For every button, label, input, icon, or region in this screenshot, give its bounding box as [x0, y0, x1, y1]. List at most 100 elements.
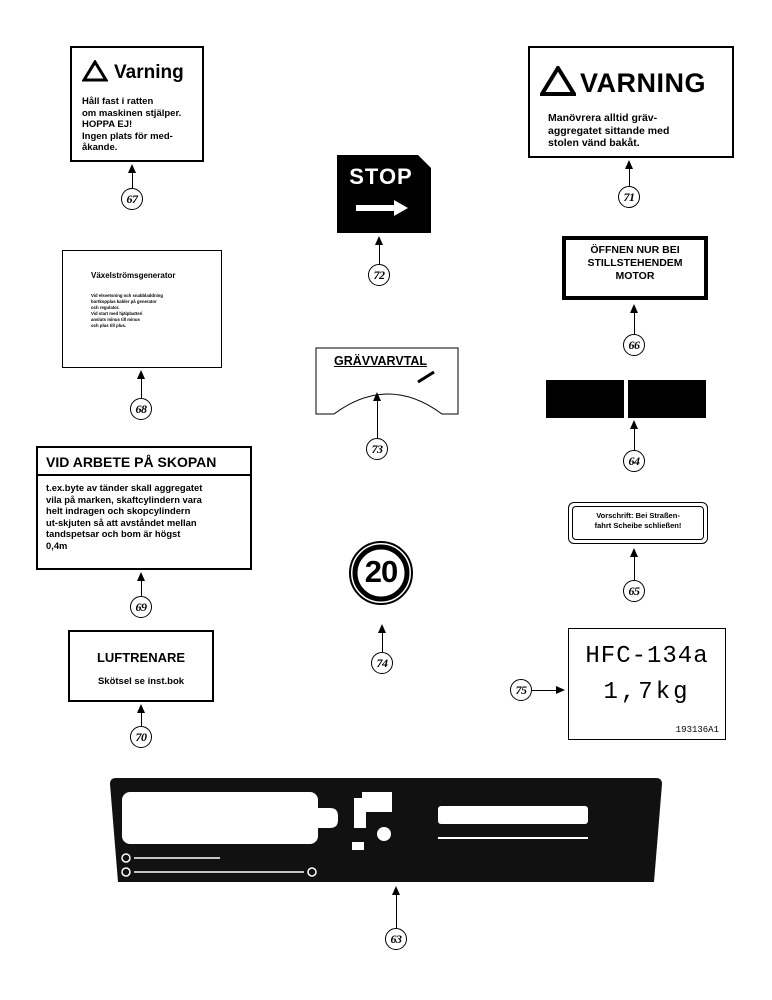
- leader-line-69: [140, 578, 142, 596]
- decal-75-code: 193136A1: [675, 725, 719, 735]
- decal-69-line: vila på marken, skaftcylindern vara: [46, 493, 202, 505]
- decal-70-subtitle: Skötsel se inst.bok: [97, 676, 185, 687]
- decal-68-line: bortkopplas kabler på generator: [91, 299, 157, 304]
- leader-line-64: [633, 426, 635, 450]
- stop-sign-text: STOP: [349, 164, 413, 189]
- decal-75-line1: HFC-134a: [585, 643, 709, 670]
- leader-line-63: [395, 892, 397, 928]
- decal-65-line: fahrt Scheibe schließen!: [594, 521, 682, 530]
- arrow-73: [373, 392, 381, 401]
- arrow-64: [630, 420, 638, 429]
- decal-68-line: ansluts minus till minus: [91, 317, 140, 322]
- arrow-74: [378, 624, 386, 633]
- arrow-75: [556, 686, 565, 694]
- speed-sign-decal-74: 20: [348, 540, 414, 606]
- decal-68-line: Vid start med hjälpbatteri: [91, 311, 143, 316]
- arrow-70: [137, 704, 145, 713]
- leader-line-66: [633, 310, 635, 334]
- callout-63: 63: [385, 928, 407, 950]
- decal-68-text: Vid elsvetsning och snabbladdning bortko…: [91, 293, 163, 329]
- arrow-71: [625, 160, 633, 169]
- stop-sign-decal-72: STOP: [336, 154, 432, 234]
- decal-67-line: Håll fast i ratten: [82, 96, 154, 107]
- decal-67-line: om maskinen stjälper.: [82, 107, 182, 119]
- stop-sign-shape: [337, 155, 431, 233]
- decal-65-inner: Vorschrift: Bei Straßen- fahrt Scheibe s…: [572, 506, 704, 540]
- dig-speed-decal-73: GRÄVVARVTAL: [314, 346, 460, 416]
- panel-decal-shape: [110, 778, 662, 882]
- right-arrow-icon: [354, 198, 410, 223]
- callout-69: 69: [130, 596, 152, 618]
- decal-69-title: VID ARBETE PÅ SKOPAN: [46, 454, 217, 470]
- callout-67: 67: [121, 188, 143, 210]
- callout-73: 73: [366, 438, 388, 460]
- callout-68: 68: [130, 398, 152, 420]
- decal-71-line: Manövrera alltid gräv-: [548, 112, 658, 124]
- leader-line-65: [633, 554, 635, 580]
- leader-line-70: [140, 710, 142, 726]
- leader-line-67: [131, 170, 133, 188]
- decal-67-line: åkande.: [82, 142, 118, 153]
- arrow-68: [137, 370, 145, 379]
- warning-triangle-icon: [538, 64, 578, 101]
- decal-66-line: MOTOR: [615, 270, 655, 282]
- decal-69-line: ut-skjuten så att avståndet mellan: [46, 516, 197, 528]
- arrow-72: [375, 236, 383, 245]
- arrow-67: [128, 164, 136, 173]
- decal-69-text: t.ex.byte av tänder skall aggregatet vil…: [46, 482, 202, 551]
- decal-67-title: Varning: [114, 62, 184, 83]
- decal-69-line: helt indragen och skopcylindern: [46, 505, 191, 516]
- callout-75: 75: [510, 679, 532, 701]
- panel-decal-63: [108, 776, 664, 884]
- dig-speed-gauge-shape: [315, 347, 459, 415]
- callout-66: 66: [623, 334, 645, 356]
- refrigerant-decal-75: HFC-134a 1,7kg 193136A1: [568, 628, 726, 740]
- black-strip-right: [628, 380, 706, 418]
- varning-decal-67: Varning Håll fast i ratten om maskinen s…: [70, 46, 204, 162]
- decal-71-line: aggregatet sittande med: [548, 124, 670, 137]
- decal-71-text: Manövrera alltid gräv- aggregatet sittan…: [548, 112, 669, 150]
- decal-68-line: Vid elsvetsning och snabbladdning: [91, 293, 164, 298]
- speed-sign-ring: [349, 541, 413, 605]
- callout-74: 74: [371, 652, 393, 674]
- decal-65-line: Vorschrift: Bei Straßen-: [596, 511, 680, 520]
- black-strip-left: [546, 380, 624, 418]
- leader-line-74: [381, 630, 383, 652]
- warning-triangle-icon: [81, 59, 109, 87]
- decal-67-line: Ingen plats för med-: [82, 130, 173, 142]
- motor-decal-66: ÖFFNEN NUR BEI STILLSTEHENDEM MOTOR: [562, 236, 708, 300]
- decal-68-line: och plus till plus.: [91, 323, 127, 328]
- callout-64: 64: [623, 450, 645, 472]
- decal-75-line2: 1,7kg: [603, 679, 691, 706]
- decal-67-text: Håll fast i ratten om maskinen stjälper.…: [82, 96, 181, 154]
- decal-71-line: stolen vänd bakåt.: [548, 137, 640, 149]
- leader-line-75: [532, 689, 556, 691]
- generator-decal-68: Växelströmsgenerator Vid elsvetsning och…: [62, 250, 222, 368]
- decal-66-line: STILLSTEHENDEM: [587, 257, 683, 269]
- decal-69-line: tandspetsar och bom är högst: [46, 528, 181, 539]
- arrow-69: [137, 572, 145, 581]
- decal-68-line: och regulator.: [91, 305, 120, 310]
- window-decal-65: Vorschrift: Bei Straßen- fahrt Scheibe s…: [568, 502, 708, 544]
- arrow-66: [630, 304, 638, 313]
- callout-71: 71: [618, 186, 640, 208]
- callout-72: 72: [368, 264, 390, 286]
- leader-line-72: [378, 242, 380, 264]
- decal-69-line: t.ex.byte av tänder skall aggregatet: [46, 482, 203, 493]
- bucket-work-decal-69: VID ARBETE PÅ SKOPAN t.ex.byte av tänder…: [36, 446, 252, 570]
- decal-70-title: LUFTRENARE: [96, 650, 186, 665]
- decal-68-title: Växelströmsgenerator: [91, 271, 176, 280]
- black-strip-decal-64: [546, 380, 706, 418]
- leader-line-71: [628, 166, 630, 186]
- decal-66-inner: ÖFFNEN NUR BEI STILLSTEHENDEM MOTOR: [566, 240, 704, 296]
- callout-70: 70: [130, 726, 152, 748]
- arrow-63: [392, 886, 400, 895]
- decal-69-line: 0,4m: [46, 539, 68, 551]
- decal-73-title: GRÄVVARVTAL: [334, 354, 428, 368]
- leader-line-73: [376, 398, 378, 438]
- leader-line-68: [140, 376, 142, 398]
- speed-sign-text: 20: [364, 554, 398, 589]
- decal-67-line: HOPPA EJ!: [82, 119, 133, 130]
- callout-65: 65: [623, 580, 645, 602]
